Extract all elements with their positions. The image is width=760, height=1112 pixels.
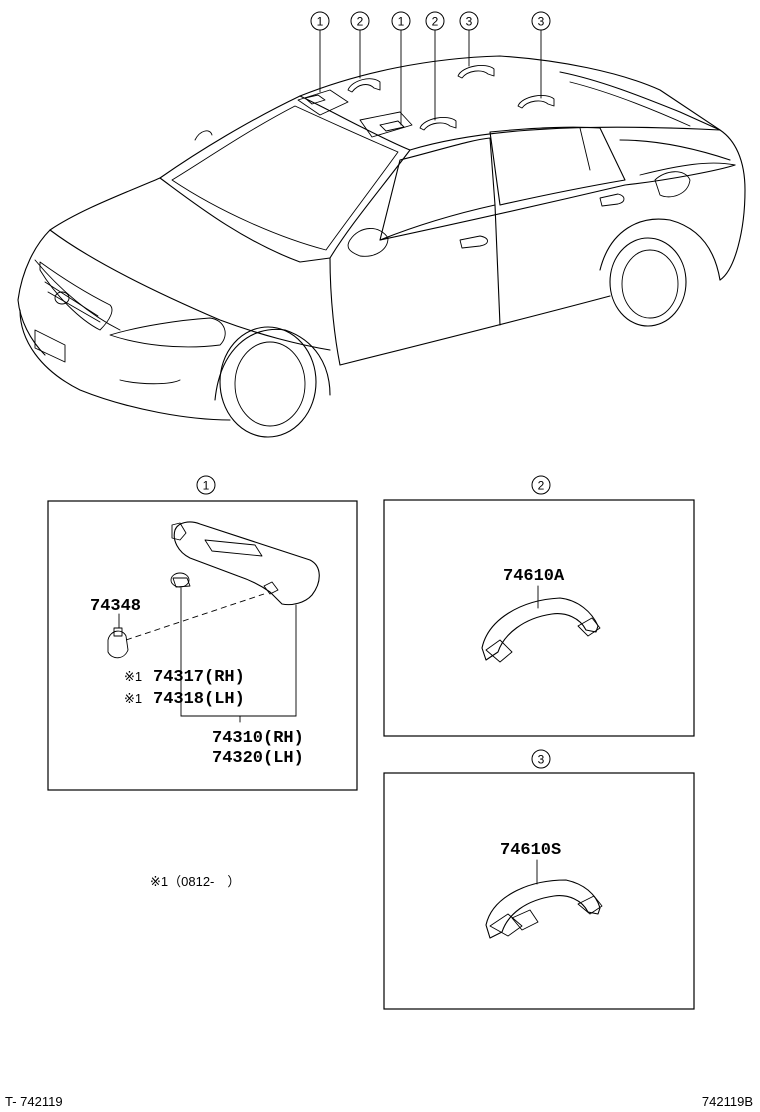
mark-note-2: ※1 <box>124 691 142 706</box>
panel-3-callout: 3 <box>531 749 551 769</box>
svg-text:2: 2 <box>432 15 439 29</box>
callout-2-b: 2 <box>425 11 445 31</box>
callout-1-a: 1 <box>310 11 330 31</box>
date-range-note: ※1（0812- ） <box>150 874 240 889</box>
car-visor-right <box>359 111 413 138</box>
panel-3-assist-grip: 3 74610S <box>383 749 695 1010</box>
panel-2-callout: 2 <box>531 475 551 495</box>
part-number-74320: 74320(LH) <box>212 749 304 768</box>
panel-1-callout: 1 <box>196 475 216 495</box>
part-number-74318: 74318(LH) <box>153 690 245 709</box>
part-number-74310: 74310(RH) <box>212 729 304 748</box>
callout-2-a: 2 <box>350 11 370 31</box>
callout-1-b: 1 <box>391 11 411 31</box>
part-number-74317: 74317(RH) <box>153 668 245 687</box>
illustration-code-right: 742119B <box>701 1094 753 1109</box>
svg-text:3: 3 <box>538 15 545 29</box>
svg-text:1: 1 <box>203 479 210 493</box>
svg-text:3: 3 <box>538 753 545 767</box>
panel-2-assist-grip: 2 74610A <box>383 475 695 737</box>
car-visor-left <box>297 89 349 116</box>
callout-3-a: 3 <box>459 11 479 31</box>
panel-1-frame <box>47 500 358 791</box>
part-number-74610a: 74610A <box>503 567 565 586</box>
svg-text:1: 1 <box>317 15 324 29</box>
illustration-code-left: T- 742119 <box>5 1094 63 1109</box>
svg-text:1: 1 <box>398 15 405 29</box>
part-number-74610s: 74610S <box>500 841 561 860</box>
panel-2-frame <box>383 499 695 737</box>
assist-grip-drawing-a <box>481 585 601 663</box>
svg-text:2: 2 <box>538 479 545 493</box>
panel-3-frame <box>383 772 695 1010</box>
svg-text:3: 3 <box>466 15 473 29</box>
mark-note-1: ※1 <box>124 669 142 684</box>
svg-text:2: 2 <box>357 15 364 29</box>
panel-1-sun-visor: 1 74348 ※1 74317(RH) ※1 743 <box>47 475 358 791</box>
assist-grip-drawing-s <box>485 859 603 939</box>
part-number-74348: 74348 <box>90 597 141 616</box>
car-illustration <box>17 29 746 438</box>
callout-3-b: 3 <box>531 11 551 31</box>
sun-visor-drawing <box>107 521 320 723</box>
